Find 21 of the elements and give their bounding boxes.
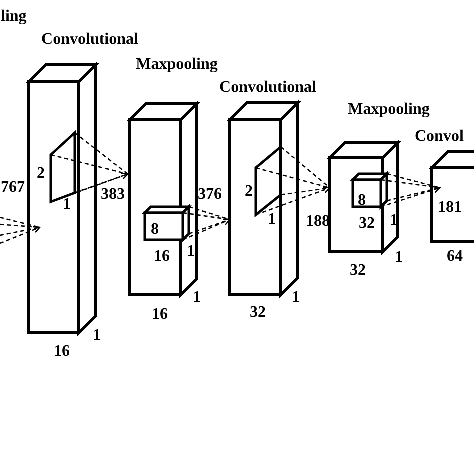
layer-title: Maxpooling	[348, 102, 430, 118]
dimension-label: 16	[54, 344, 70, 360]
layer-title: ling	[1, 9, 27, 25]
dimension-label: 188	[306, 214, 330, 230]
dimension-label: 32	[350, 263, 366, 279]
projection-lines	[0, 216, 41, 244]
dimension-label: 1	[292, 290, 300, 306]
dimension-label: 767	[1, 180, 25, 196]
layer-title: Convolutional	[220, 80, 316, 96]
layer-title: Convolutional	[42, 32, 138, 48]
layer-title: Maxpooling	[136, 57, 218, 73]
dimension-label: 1	[395, 250, 403, 266]
dimension-label: 16	[152, 307, 168, 323]
layer-title: Convol	[415, 129, 464, 145]
dimension-label: 64	[447, 249, 463, 265]
dimension-label: 376	[198, 187, 222, 203]
dimension-label: 1	[93, 328, 101, 344]
dimension-label: 1	[193, 290, 201, 306]
dimension-label: 32	[250, 305, 266, 321]
dimension-label: 383	[101, 187, 125, 203]
projection-lines	[380, 173, 441, 208]
